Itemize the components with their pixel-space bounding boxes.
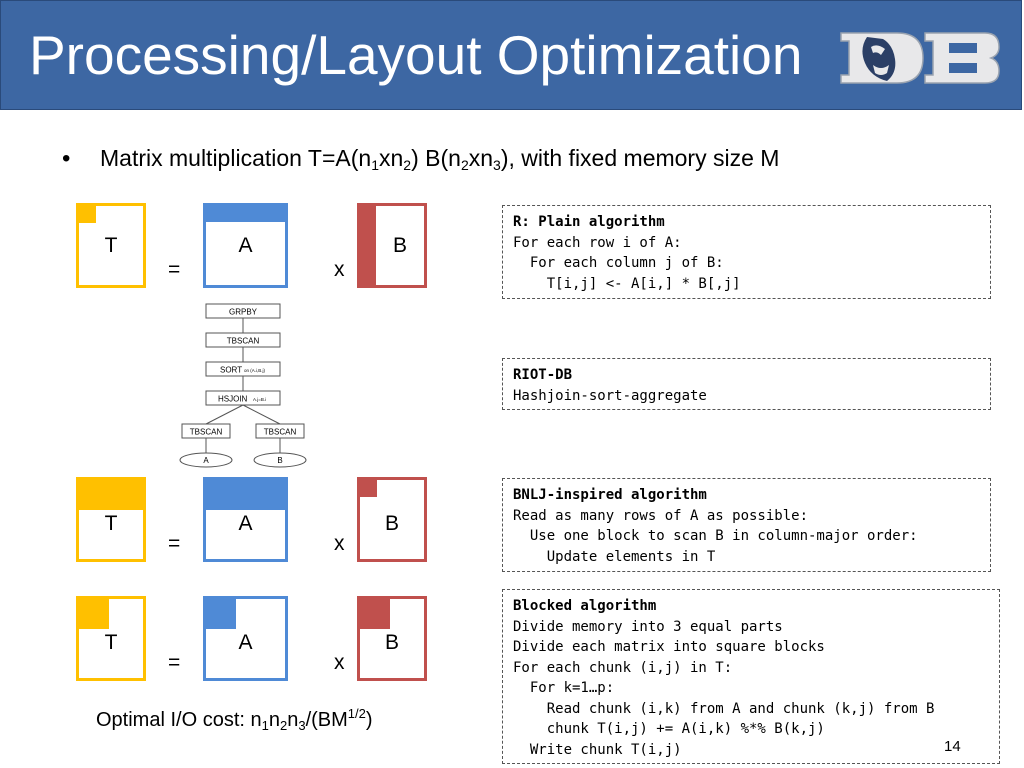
code-line: Hashjoin-sort-aggregate [513,387,707,404]
plan-table-b-label: B [277,456,282,465]
code-line: Update elements in T [513,548,716,565]
matrix-t-label: T [104,512,118,535]
matrix-t-bnlj: T [76,477,146,562]
plan-node-tbscan-b-label: TBSCAN [264,428,297,437]
plan-node-tbscan-a-label: TBSCAN [190,428,223,437]
query-plan-diagram: GRPBY TBSCAN SORT on (A.i,B.j) HSJOIN A.… [179,303,307,468]
matrix-b-label: B [384,631,399,654]
matrix-b-block [360,480,377,497]
riot-db-box: RIOT-DB Hashjoin-sort-aggregate [502,358,991,410]
blocked-algorithm-header: Blocked algorithm [513,598,657,614]
matrix-b-label: B [384,512,399,535]
plan-node-hsjoin-note: A.j=B.i [253,397,266,402]
matrix-a-label: A [238,512,253,535]
slide-title: Processing/Layout Optimization [29,24,803,86]
riot-db-header: RIOT-DB [513,367,573,383]
matrix-t-cell [79,206,96,223]
times-sign: x [334,651,345,674]
plan-node-sort-note: on (A.i,B.j) [244,368,266,373]
matrix-t-label: T [104,234,118,257]
plan-node-grpby-label: GRPBY [229,308,258,317]
matrix-a-row [206,206,285,222]
matrix-a-block [206,599,236,629]
matrix-t-block [79,599,109,629]
equals-sign: = [168,532,181,555]
bullet-text: Matrix multiplication T=A(n1xn2) B(n2xn3… [100,145,780,173]
plan-node-tbscan-top: TBSCAN [205,332,281,348]
code-line: For k=1…p: [513,680,615,696]
matrix-a-label: A [238,631,253,654]
plan-node-tbscan-a: TBSCAN [181,423,231,439]
equals-sign: = [168,258,181,281]
times-sign: x [334,258,345,281]
plan-node-hsjoin: HSJOIN A.j=B.i [205,390,281,406]
bullet-marker: • [62,145,71,172]
code-line: For each row i of A: [513,234,682,251]
code-line: Divide each matrix into square blocks [513,639,825,655]
plan-node-hsjoin-label: HSJOIN [218,395,248,404]
optimal-io-cost: Optimal I/O cost: n1n2n3/(BM1/2) [96,706,373,733]
matrix-t-rows [79,480,143,510]
matrix-a-plain: A [203,203,288,288]
plan-node-tbscan-b: TBSCAN [255,423,305,439]
plain-algorithm-header: R: Plain algorithm [513,214,665,230]
matrix-t-plain: T [76,203,146,288]
matrix-a-rows [206,480,285,510]
code-line: Divide memory into 3 equal parts [513,618,783,635]
plan-table-b: B [253,452,307,468]
plan-node-sort-label: SORT [220,366,242,375]
code-line: Write chunk T(i,j) [513,741,682,758]
plan-node-sort: SORT on (A.i,B.j) [205,361,281,377]
matrix-t-label: T [104,631,118,654]
page-number: 14 [944,738,961,755]
matrix-b-column [360,206,376,285]
plan-table-a-label: A [203,456,209,465]
bnlj-algorithm-header: BNLJ-inspired algorithm [513,487,707,503]
matrix-b-plain: B [357,203,427,288]
code-line: Use one block to scan B in column-major … [513,528,918,544]
code-line: T[i,j] <- A[i,] * B[,j] [513,275,741,292]
matrix-a-blocked: A [203,596,288,681]
times-sign: x [334,532,345,555]
code-line: Read chunk (i,k) from A and chunk (k,j) … [513,700,935,717]
matrix-b-label: B [392,234,407,257]
matrix-a-bnlj: A [203,477,288,562]
title-bar: Processing/Layout Optimization [0,0,1022,110]
matrix-b-bnlj: B [357,477,427,562]
plan-table-a: A [179,452,233,468]
plan-node-tbscan-label: TBSCAN [227,337,260,346]
matrix-b-blocked: B [357,596,427,681]
matrix-t-blocked: T [76,596,146,681]
matrix-a-label: A [238,234,253,257]
code-line: For each column j of B: [513,255,724,271]
plan-node-grpby: GRPBY [205,303,281,319]
duke-blue-devil-logo-icon [837,25,1003,91]
code-line: For each chunk (i,j) in T: [513,659,733,676]
code-line: chunk T(i,j) += A(i,k) %*% B(k,j) [513,721,825,737]
matrix-b-block [360,599,390,629]
code-line: Read as many rows of A as possible: [513,507,809,524]
equals-sign: = [168,651,181,674]
